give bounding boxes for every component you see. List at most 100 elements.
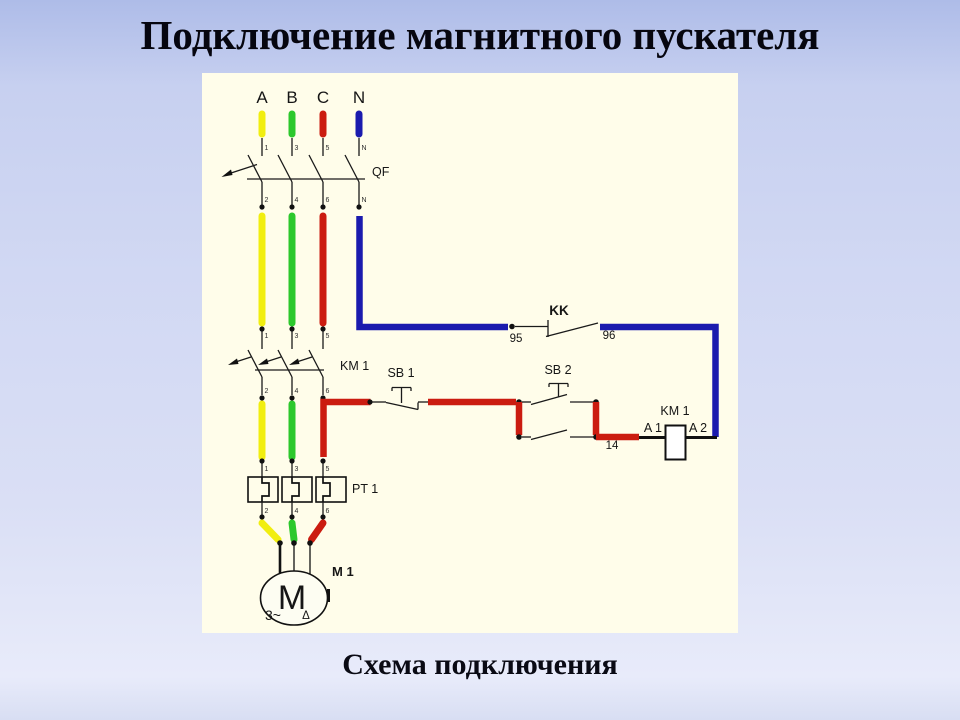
junction-aux-left-bottom (516, 434, 522, 440)
km1-node-3 (289, 326, 295, 332)
km1-main-label: KM 1 (340, 359, 369, 373)
contactor-km1-main: 1 3 5 KM 1 (228, 326, 369, 401)
km1-arrowhead-b-icon (258, 358, 269, 365)
phase-label-c: C (317, 88, 329, 107)
pt1-terminal-1: 1 (265, 466, 269, 473)
aux-blade (530, 429, 568, 441)
km1-node-4 (289, 395, 295, 401)
load-bars (258, 398, 371, 461)
qf-terminal-6: 6 (326, 197, 330, 204)
sb1-label: SB 1 (387, 366, 414, 380)
coil-terminal-a1: A 1 (644, 421, 662, 435)
pt1-heater-icon-b (291, 477, 300, 502)
qf-terminal-2: 2 (265, 197, 269, 204)
pt1-node-5 (320, 458, 326, 464)
pt1-element-box-b (281, 476, 313, 503)
wire-stub-a (258, 519, 282, 543)
coil-km1-box (664, 424, 687, 461)
km1-blade-c (308, 349, 324, 378)
pt1-element-box-a (247, 476, 279, 503)
thermal-relay-pt1: 1 3 5 PT 1 2 4 6 (247, 458, 378, 520)
kk-terminal-96: 96 (603, 330, 616, 342)
pt1-label: PT 1 (352, 482, 378, 496)
pt1-heater-icon-a (261, 477, 270, 502)
km1-terminal-3: 3 (295, 333, 299, 340)
control-circuit: SB 1 SB 2 14 (367, 363, 717, 461)
qf-terminal-1: 1 (265, 145, 269, 152)
km1-node-1 (259, 326, 265, 332)
km1-node-2 (259, 395, 265, 401)
motor-symbol: M (278, 579, 306, 617)
qf-handle (227, 163, 258, 175)
qf-label: QF (372, 165, 390, 179)
pt1-node-2 (259, 514, 265, 520)
qf-handle-arrow-icon (221, 169, 233, 177)
coil-label: KM 1 (660, 404, 689, 418)
sb1-node-left (367, 399, 373, 405)
slide-title: Подключение магнитного пускателя (140, 12, 820, 58)
km1-terminal-2: 2 (265, 388, 269, 395)
wire-stub-c (308, 519, 327, 543)
km1-node-5 (320, 326, 326, 332)
pt1-terminal-6: 6 (326, 508, 330, 515)
phase-label-a: A (256, 88, 268, 107)
qf-blade-a (247, 154, 263, 183)
motor-subtext: 3~ (265, 607, 281, 623)
km1-terminal-6: 6 (326, 388, 330, 395)
pt1-node-1 (259, 458, 265, 464)
phase-label-b: B (286, 88, 297, 107)
breaker-qf: 1 3 5 N QF 2 4 (221, 138, 390, 210)
km1-terminal-5: 5 (326, 333, 330, 340)
coil-terminal-a2: A 2 (689, 421, 707, 435)
pt1-terminal-3: 3 (295, 466, 299, 473)
sb1-blade (385, 401, 419, 411)
qf-terminal-5: 5 (326, 145, 330, 152)
motor-node-a (277, 540, 283, 546)
motor-delta-icon: Δ (302, 610, 310, 622)
motor-group: M 1 M 3~ Δ (258, 519, 354, 626)
km1-blade-b (277, 349, 293, 378)
wiring-diagram: A B C N 1 3 5 N (221, 88, 719, 626)
kk-blade (545, 322, 599, 338)
motor-node-b (291, 540, 297, 546)
qf-blade-n (344, 154, 360, 183)
motor-node-c (307, 540, 313, 546)
qf-blade-b (277, 154, 293, 183)
kk-label: KK (549, 303, 569, 318)
km1-terminal-4: 4 (295, 388, 299, 395)
diagram-panel: A B C N 1 3 5 N (202, 73, 738, 633)
qf-node-4 (289, 204, 295, 210)
km1-blade-a (247, 349, 263, 378)
pt1-node-3 (289, 458, 295, 464)
aux-terminal-14: 14 (606, 440, 619, 452)
qf-terminal-4: 4 (295, 197, 299, 204)
thermal-contact-kk: KK 95 96 (509, 303, 719, 437)
qf-node-n (356, 204, 362, 210)
wire-neutral-run (356, 216, 508, 331)
feeder-bars (258, 212, 508, 331)
qf-node-2 (259, 204, 265, 210)
pt1-heater-icon-c (322, 477, 331, 502)
km1-arrowhead-a-icon (228, 358, 239, 365)
qf-node-6 (320, 204, 326, 210)
km1-terminal-1: 1 (265, 333, 269, 340)
pt1-node-4 (289, 514, 295, 520)
kk-terminal-95: 95 (510, 333, 523, 345)
qf-terminal-3: 3 (295, 145, 299, 152)
wire-stub-b (288, 519, 298, 543)
sb2-label: SB 2 (544, 363, 571, 377)
qf-terminal-n-top: N (362, 145, 367, 152)
pt1-node-6 (320, 514, 326, 520)
wire-neutral-return (600, 323, 719, 437)
supply-bars (258, 110, 363, 138)
motor-label: M 1 (332, 564, 354, 579)
qf-blade-c (308, 154, 324, 183)
pt1-element-box-c (315, 476, 347, 503)
phase-labels: A B C N (256, 88, 365, 107)
pt1-terminal-4: 4 (295, 508, 299, 515)
km1-arrowhead-c-icon (289, 358, 300, 365)
pt1-terminal-5: 5 (326, 466, 330, 473)
qf-terminal-n-bottom: N (362, 197, 367, 204)
sb2-blade (530, 393, 568, 406)
